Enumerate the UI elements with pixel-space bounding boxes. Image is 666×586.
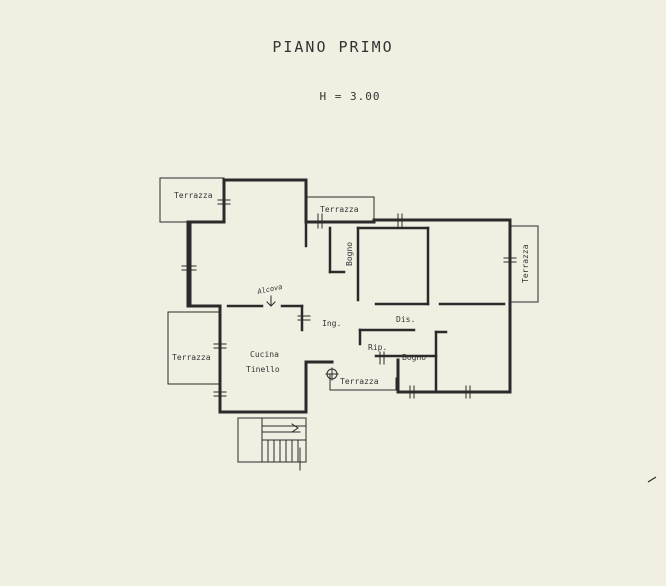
entrance-symbol [325,367,339,381]
room-label-cucina: Cucina [250,350,279,359]
room-label-bagno-s: Bogno [402,353,426,362]
staircase [237,417,307,471]
room-label-ripostiglio: Rip. [368,343,387,352]
room-label-terrazza-s: Terrazza [340,377,379,386]
opening-marks [181,199,517,399]
room-label-ingresso: Ing. [322,319,341,328]
room-label-terrazza-n: Terrazza [320,205,359,214]
room-label-tinello: Tinello [246,365,280,374]
interior-walls [226,220,506,392]
handwritten-note: Alcova [256,283,283,296]
room-label-terrazza-nw: Terrazza [174,191,213,200]
note-arrow [266,295,276,307]
ceiling-height-label: H = 3.00 [319,90,381,103]
room-label-disimpegno: Dis. [396,315,415,324]
room-label-bagno-n: Bogno [345,242,354,266]
room-label-terrazza-e: Terrazza [521,244,530,283]
stray-pen-mark [647,476,657,483]
terrace-w-outline [167,311,221,385]
terrace-nw-outline [159,177,225,223]
room-label-terrazza-w: Terrazza [172,353,211,362]
plan-title: PIANO PRIMO [272,38,394,56]
terrace-s-outline [329,373,397,391]
